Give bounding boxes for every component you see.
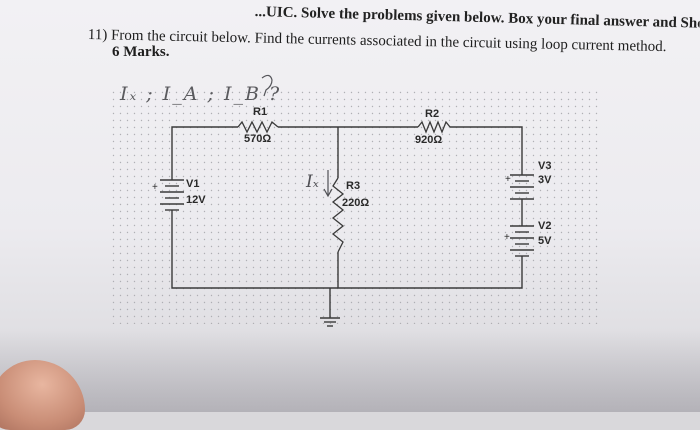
v2-value: 5V (538, 235, 552, 247)
v3-name: V3 (538, 160, 552, 172)
v2-plus-sign: + (504, 232, 510, 243)
r1-resistor (237, 120, 279, 134)
r2-resistor (417, 120, 451, 134)
v2-battery (510, 225, 534, 262)
v1-name: V1 (186, 178, 200, 190)
r1-name: R1 (253, 106, 268, 118)
circuit-diagram: + + + (112, 74, 602, 327)
wires (171, 126, 523, 318)
r3-resistor (331, 177, 345, 253)
r2-value: 920Ω (415, 134, 443, 146)
r2-name: R2 (425, 108, 440, 120)
v3-plus-sign: + (505, 174, 511, 185)
r1-value: 570Ω (244, 133, 272, 145)
v1-plus-sign: + (152, 182, 158, 193)
question-marks: 6 Marks. (112, 44, 170, 60)
v1-value: 12V (186, 194, 206, 206)
v3-battery (510, 174, 534, 203)
handwritten-note: Iₓ ; I_A ; I_B ? (120, 83, 282, 105)
pencil-question-mark (261, 74, 273, 97)
r3-name: R3 (346, 180, 361, 192)
handwritten-ix-label: Iₓ (306, 172, 319, 192)
v3-value: 3V (538, 174, 552, 186)
v1-battery (160, 179, 184, 218)
ix-current-arrow (323, 170, 333, 198)
v2-name: V2 (538, 220, 552, 232)
r3-value: 220Ω (342, 197, 370, 209)
question-number: 11) (87, 27, 108, 44)
ground-symbol (320, 317, 340, 327)
bottom-shadow (0, 330, 700, 412)
